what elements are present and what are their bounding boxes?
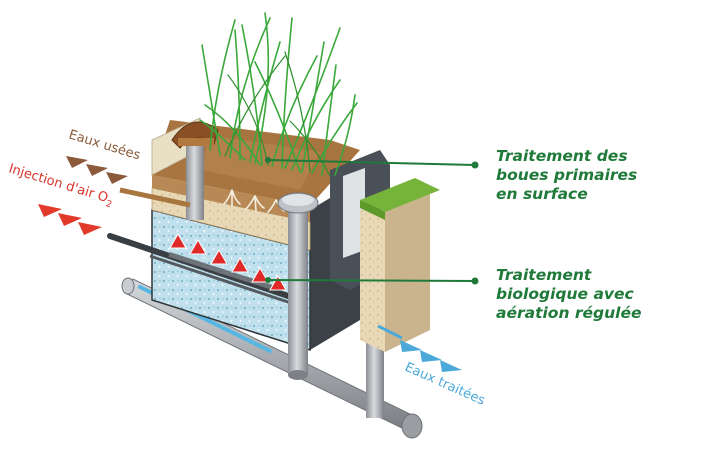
callout-dot-2-end <box>471 277 479 285</box>
collector-pipe <box>121 277 423 439</box>
callout-biological-treatment: Traitement biologique avec aération régu… <box>496 266 642 323</box>
callout-line: Traitement des <box>496 147 628 165</box>
callout-dot-1 <box>265 157 271 163</box>
callout-line: en surface <box>496 185 588 203</box>
callout-line: Traitement <box>496 266 592 284</box>
callout-dot-2 <box>265 277 271 283</box>
treated-water-arrows <box>377 324 462 372</box>
air-injection-arrows <box>38 204 102 235</box>
inlet-pipe <box>119 121 219 220</box>
label-injection-air-subscript: 2 <box>104 199 112 210</box>
callout-line: aération régulée <box>496 304 642 322</box>
callout-leaders <box>267 159 476 282</box>
callout-dot-1-end <box>471 161 479 169</box>
aeration-diffusers <box>107 232 303 308</box>
callout-line: biologique avec <box>496 285 634 303</box>
raw-water-arrows <box>66 156 128 184</box>
callout-sludge-treatment: Traitement des boues primaires en surfac… <box>496 147 637 204</box>
label-eaux-usees: Eaux usées <box>67 127 142 163</box>
callout-line: boues primaires <box>496 166 638 184</box>
reed-plants <box>199 12 358 176</box>
vent-pipe <box>277 192 319 380</box>
plant-roots <box>223 189 285 213</box>
soil-column <box>360 178 440 352</box>
